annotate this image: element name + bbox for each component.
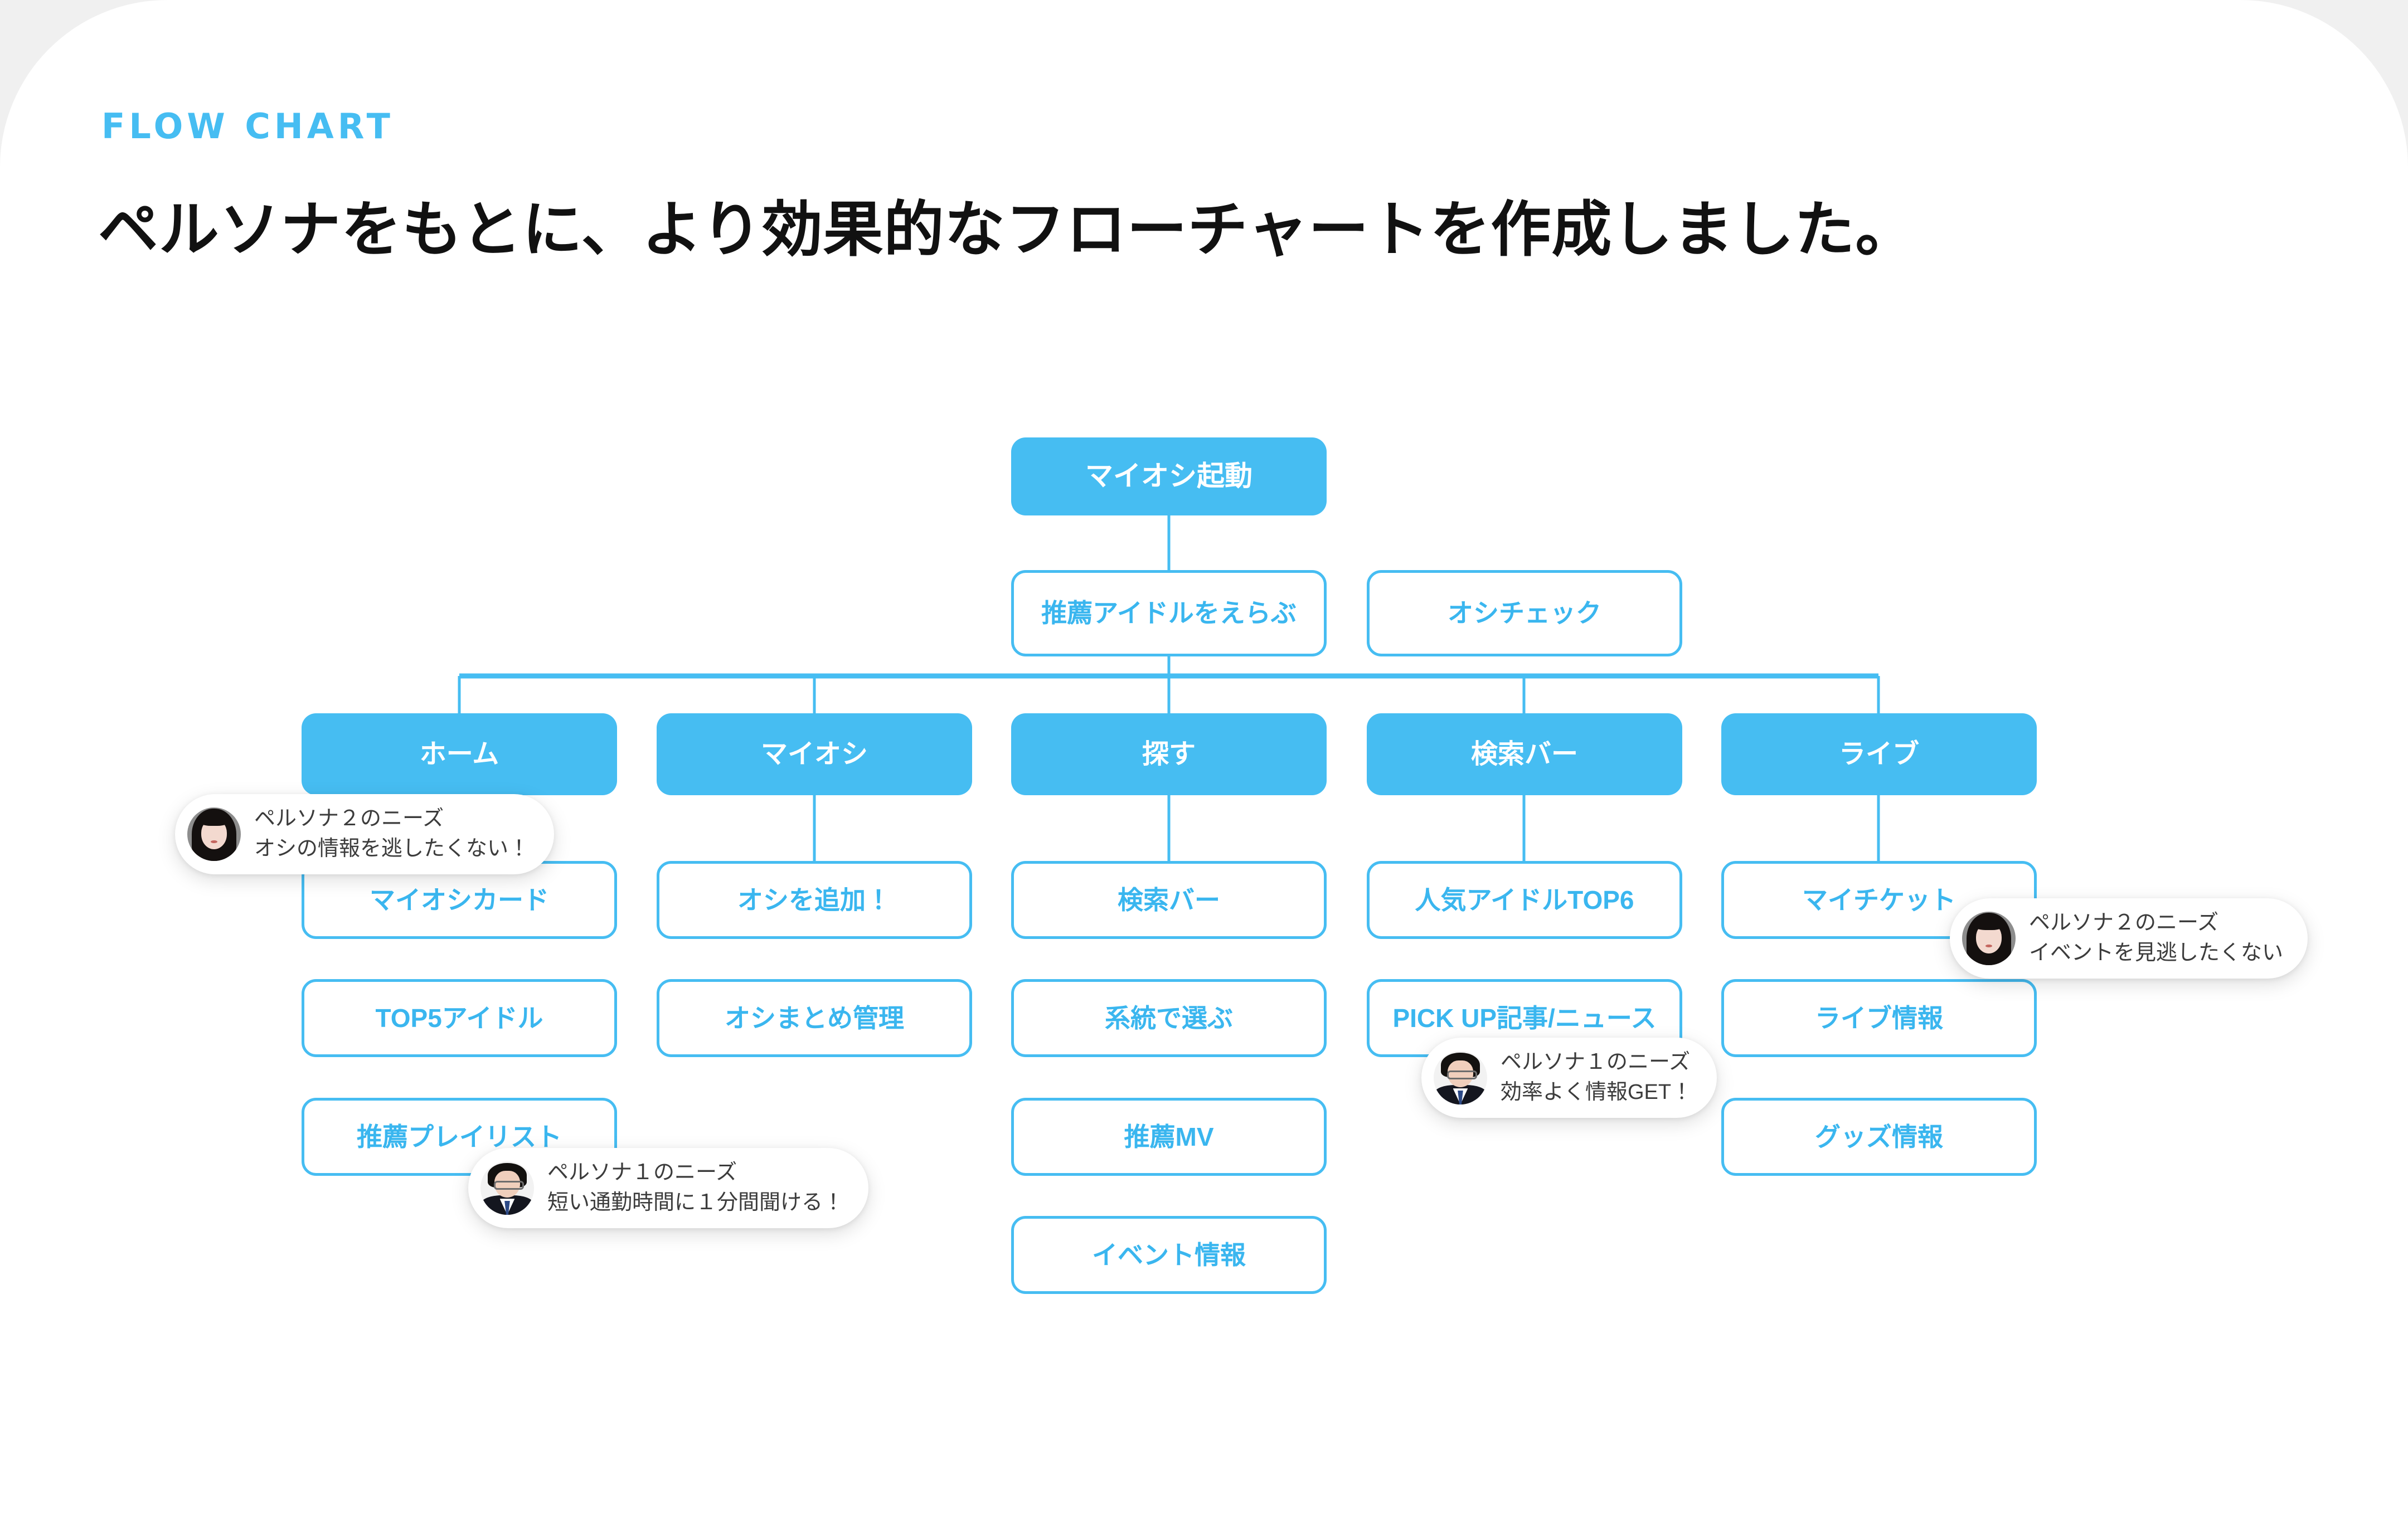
- callout-persona2-live: ペルソナ２のニーズ イベントを見逃したくない: [1950, 898, 2308, 979]
- page-title: ペルソナをもとに、より効果的なフローチャートを作成しました。: [98, 196, 1916, 263]
- flow-node-label: 推薦プレイリスト: [357, 1122, 562, 1151]
- flow-node-recommended-mv[interactable]: 推薦MV: [1011, 1098, 1327, 1176]
- callout-line-1: ペルソナ２のニーズ: [254, 807, 444, 830]
- flow-node-label: イベント情報: [1092, 1240, 1246, 1269]
- flow-node-search-bar[interactable]: 検索バー: [1011, 861, 1327, 939]
- flow-column-header-myoshi[interactable]: マイオシ: [657, 713, 972, 795]
- flow-node-label: 人気アイドルTOP6: [1415, 885, 1634, 914]
- flow-column-header-searchbar[interactable]: 検索バー: [1367, 713, 1682, 795]
- flow-node-label: オシチェック: [1448, 598, 1601, 628]
- callout-line-2: 効率よく情報GET！: [1501, 1080, 1693, 1104]
- flow-node-label: 検索バー: [1470, 739, 1578, 769]
- flow-column-header-live[interactable]: ライブ: [1721, 713, 2037, 795]
- flow-node-label: TOP5アイドル: [375, 1003, 543, 1033]
- flow-node-live-info[interactable]: ライブ情報: [1721, 979, 2037, 1057]
- flow-node-popular-idol-top6[interactable]: 人気アイドルTOP6: [1367, 861, 1682, 939]
- flow-node-label: ライブ: [1838, 739, 1919, 769]
- flow-node-label: ホーム: [419, 739, 499, 769]
- callout-persona2-home: ペルソナ２のニーズ オシの情報を逃したくない！: [175, 794, 555, 874]
- flow-column-header-home[interactable]: ホーム: [302, 713, 617, 795]
- flow-node-goods-info[interactable]: グッズ情報: [1721, 1098, 2037, 1176]
- persona-1-male-avatar: [1434, 1050, 1487, 1104]
- flow-node-label: ライブ情報: [1815, 1003, 1943, 1033]
- flow-node-label: マイチケット: [1802, 885, 1956, 914]
- flow-node-select-idol[interactable]: 推薦アイドルをえらぶ: [1011, 570, 1327, 656]
- callout-line-2: 短い通勤時間に１分間聞ける！: [547, 1190, 844, 1214]
- flow-node-label: マイオシカード: [370, 885, 549, 914]
- flow-node-add-oshi[interactable]: オシを追加！: [657, 861, 972, 939]
- flow-node-oshi-check[interactable]: オシチェック: [1367, 570, 1682, 656]
- callout-persona1-pickup: ペルソナ１のニーズ 効率よく情報GET！: [1421, 1038, 1717, 1118]
- section-eyebrow: FLOW CHART: [101, 106, 394, 147]
- flow-node-label: マイオシ起動: [1085, 460, 1252, 492]
- persona-2-female-avatar: [187, 807, 241, 861]
- callout-line-1: ペルソナ１のニーズ: [547, 1161, 737, 1184]
- flow-node-label: 推薦MV: [1124, 1122, 1214, 1151]
- flow-node-label: 系統で選ぶ: [1105, 1003, 1233, 1033]
- flow-column-header-search[interactable]: 探す: [1011, 713, 1327, 795]
- flow-node-label: 探す: [1142, 739, 1196, 769]
- callout-line-1: ペルソナ１のニーズ: [1501, 1050, 1691, 1074]
- callout-line-1: ペルソナ２のニーズ: [2029, 911, 2219, 935]
- flow-node-label: 推薦アイドルをえらぶ: [1041, 598, 1297, 628]
- flow-node-oshi-management[interactable]: オシまとめ管理: [657, 979, 972, 1057]
- flow-node-label: PICK UP記事/ニュース: [1392, 1003, 1657, 1033]
- callout-line-2: オシの情報を逃したくない！: [254, 836, 530, 860]
- flow-node-event-info-search[interactable]: イベント情報: [1011, 1216, 1327, 1294]
- persona-1-male-avatar: [480, 1161, 534, 1215]
- flow-node-label: グッズ情報: [1815, 1122, 1943, 1151]
- flow-node-label: オシまとめ管理: [725, 1003, 904, 1033]
- flow-node-root[interactable]: マイオシ起動: [1011, 437, 1327, 515]
- flow-node-browse-by-genre[interactable]: 系統で選ぶ: [1011, 979, 1327, 1057]
- persona-2-female-avatar: [1962, 911, 2016, 965]
- callout-line-2: イベントを見逃したくない: [2029, 941, 2284, 965]
- callout-persona1-playlist: ペルソナ１のニーズ 短い通勤時間に１分間聞ける！: [468, 1148, 869, 1228]
- flow-node-label: 検索バー: [1118, 885, 1220, 914]
- flow-node-label: マイオシ: [760, 739, 868, 769]
- flow-node-label: オシを追加！: [737, 885, 891, 914]
- flow-node-top5-idol[interactable]: TOP5アイドル: [302, 979, 617, 1057]
